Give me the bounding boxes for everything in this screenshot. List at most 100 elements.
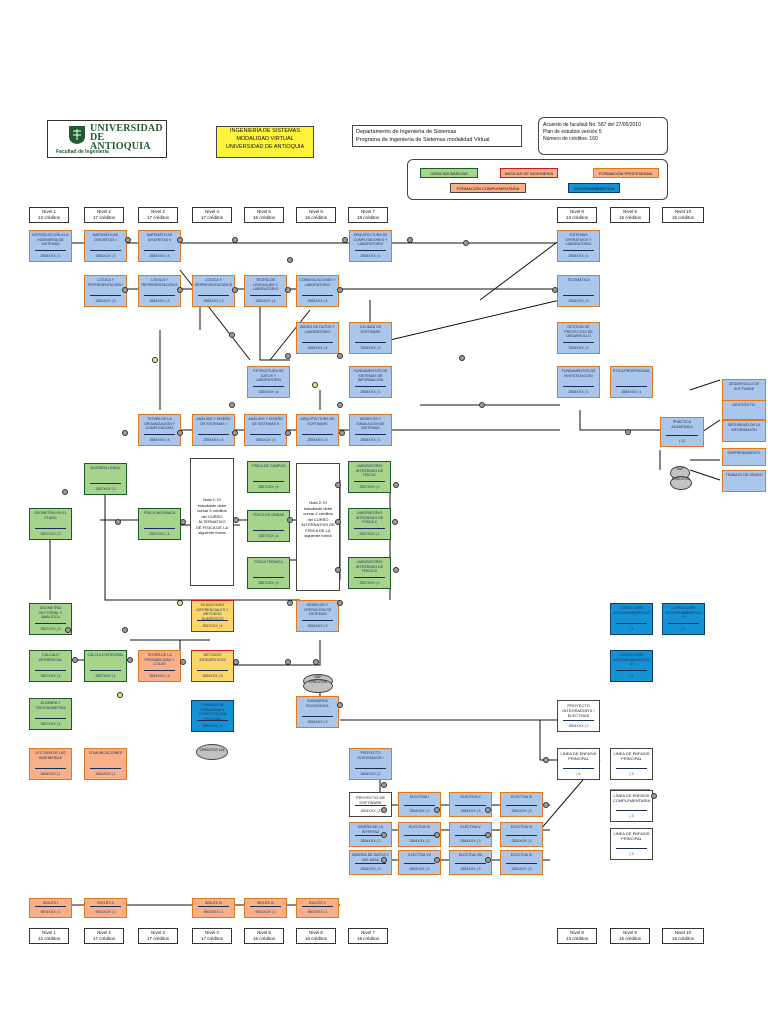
course-box[interactable]: ARQUITECTURA DE COMPUTADORES Y LABORATOR… bbox=[349, 230, 392, 262]
course-name: DESARROLLO DE SOFTWARE bbox=[728, 382, 760, 391]
course-code: 2554XXX | 2 bbox=[360, 772, 381, 776]
course-box[interactable]: PROYECTO INTEGRADOR I 2554XXX | 2 bbox=[349, 748, 392, 780]
legend: CIENCIAS BÁSICAS BÁSICAS DE INGENIERÍA F… bbox=[407, 159, 668, 200]
course-code: 2554XXX | 3 bbox=[409, 839, 430, 843]
department-line-1: Departamento de Ingeniería de Sistemas bbox=[356, 129, 457, 135]
course-box[interactable]: TRABAJO DE GRADO bbox=[722, 470, 766, 492]
course-name: ELECTIVA III bbox=[511, 795, 532, 799]
course-code: | 1 bbox=[629, 627, 634, 631]
course-box[interactable]: INTRODUCCIÓN A LA INGENIERÍA DE SISTEMAS… bbox=[29, 230, 72, 262]
course-divider bbox=[562, 768, 595, 769]
course-box[interactable]: GESTIÓN TIC bbox=[722, 400, 766, 420]
course-box[interactable]: LÍNEA DE ÉNFASIS COMPLEMENTARIA| 3 bbox=[610, 790, 653, 822]
course-code: 2554XXX | 4 bbox=[360, 254, 381, 258]
connection-dot bbox=[65, 627, 71, 633]
course-box[interactable]: EMPRENDIMIENTO bbox=[722, 448, 766, 466]
course-box[interactable]: LÍNEA DE ÉNFASIS PRINCIPAL| 3 bbox=[610, 748, 653, 780]
course-divider bbox=[403, 863, 436, 864]
course-name: ELECTIVA II bbox=[460, 795, 481, 799]
level-name: Nivel 3 bbox=[151, 930, 165, 935]
course-box[interactable]: FORMACIÓN CIUDADANA Y CONSTITUCIÓN POLÍT… bbox=[191, 700, 234, 732]
legend-complementary-training: FORMACIÓN COMPLEMENTARIA bbox=[450, 183, 526, 193]
course-box[interactable]: DESARROLLO DE SOFTWARE bbox=[722, 379, 766, 401]
course-box[interactable]: LÍNEA DE ÉNFASIS PRINCIPAL| 3 bbox=[610, 828, 653, 860]
level-name: Nivel 8 bbox=[570, 209, 584, 214]
course-box[interactable]: PRÁCTICA ACADÉMICA| 12 bbox=[660, 417, 704, 447]
course-box[interactable]: CURSO LIBRE SOCIOHUMANÍSTICO II| 1 bbox=[662, 603, 705, 635]
course-name: PROYECTO INTEGRADOR I bbox=[357, 751, 384, 760]
course-box[interactable]: SEGURIDAD DE LA INFORMACIÓN bbox=[722, 420, 766, 442]
course-box[interactable]: ECUACIONES DIFERENCIALES Y MÉTODOS NUMÉR… bbox=[191, 600, 234, 632]
course-box[interactable]: LÍNEA DE ÉNFASIS PRINCIPAL| 4 bbox=[557, 748, 600, 780]
connection-dot bbox=[72, 657, 78, 663]
course-box[interactable]: CURSO LIBRE SOCIOHUMANÍSTICO III| 1 bbox=[610, 650, 653, 682]
level-name: Nivel 7 bbox=[361, 209, 375, 214]
course-box[interactable]: CURSO LIBRE SOCIOHUMANÍSTICO| 1 bbox=[610, 603, 653, 635]
course-code: 2554XXX | 3 bbox=[360, 346, 381, 350]
course-code: 2554XXX | 3 bbox=[568, 299, 589, 303]
connection-dot bbox=[543, 802, 549, 808]
course-box[interactable]: ELECTIVA II 2554XXX | 3 bbox=[449, 792, 492, 817]
course-code: 2554XXX | 3 bbox=[460, 809, 481, 813]
course-code: 2554XXX | 1 bbox=[202, 724, 223, 728]
level-header: Nivel 4 17 créditos bbox=[192, 207, 232, 223]
